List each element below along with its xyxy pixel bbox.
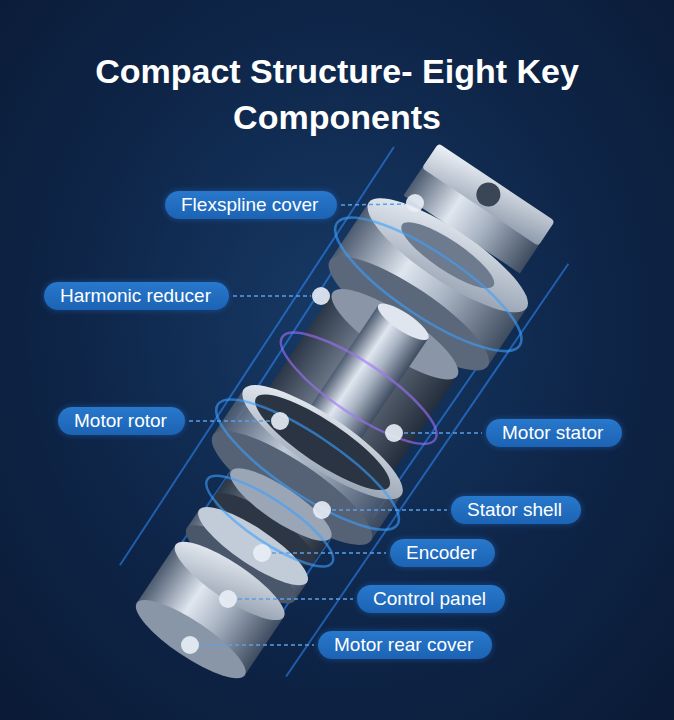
- component-label: Flexspline cover: [165, 191, 337, 219]
- component-name: Stator shell: [451, 496, 578, 524]
- component-label: Motor rotor: [58, 407, 185, 435]
- rear-cover-bottom: [127, 588, 255, 690]
- component-label: Stator shell: [451, 496, 581, 524]
- glow-rings: [167, 197, 538, 600]
- component-name: Harmonic reducer: [44, 282, 227, 310]
- component-label: Encoder: [390, 539, 495, 567]
- component-label: Motor stator: [486, 419, 622, 447]
- component-label: Control panel: [357, 585, 505, 613]
- component-name: Motor stator: [486, 419, 619, 447]
- component-label: Motor rear cover: [318, 631, 492, 659]
- component-name: Flexspline cover: [165, 191, 334, 219]
- title: Compact Structure- Eight Key Components: [27, 48, 647, 140]
- rear-cover-top: [166, 530, 294, 632]
- component-name: Motor rotor: [58, 407, 183, 435]
- flange-hole: [472, 178, 505, 211]
- component-name: Encoder: [390, 539, 493, 567]
- component-name: Motor rear cover: [318, 631, 489, 659]
- leader-lines: [189, 204, 482, 645]
- component-name: Control panel: [357, 585, 502, 613]
- component-label: Harmonic reducer: [44, 282, 229, 310]
- reducer-hub: [394, 212, 502, 298]
